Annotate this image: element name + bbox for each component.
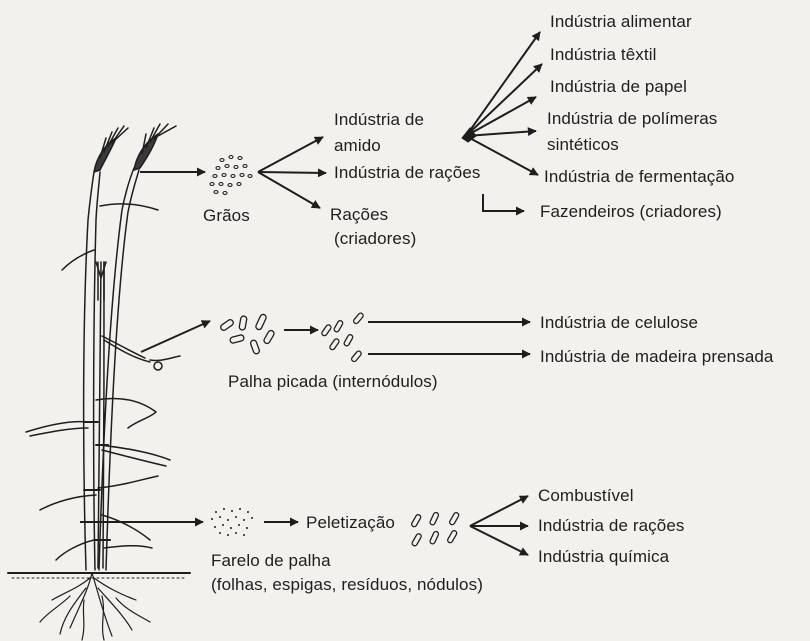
starch-use-polymers-line1: Indústria de polímeras (547, 107, 717, 131)
bran-use-fuel: Combustível (538, 484, 634, 508)
feed-industry-to-farmers-arrow (483, 194, 524, 211)
pellet-arrows (470, 496, 528, 555)
soil-line (8, 573, 190, 578)
grains-to-starch-arrow (258, 137, 323, 172)
starch-use-fermentation: Indústria de fermentação (544, 165, 734, 189)
bran-use-feed-industry: Indústria de rações (538, 514, 684, 538)
wheat-ear-left (94, 126, 128, 172)
feed-label-line2: (criadores) (334, 227, 416, 251)
starch-use-food: Indústria alimentar (550, 10, 692, 34)
bran-use-chemical-industry: Indústria química (538, 545, 669, 569)
fine-straw-icon (321, 312, 364, 362)
straw-bran-label-line2: (folhas, espigas, resíduos, nódulos) (211, 573, 483, 597)
starch-industry-label-line2: amido (334, 134, 381, 158)
straw-arrows (368, 322, 530, 354)
starch-use-paper: Indústria de papel (550, 75, 687, 99)
grains-to-feed-arrow (258, 172, 320, 208)
pelletization-label: Peletização (306, 511, 395, 535)
bran-dots-icon (211, 508, 253, 536)
pellets-icon (411, 512, 460, 547)
starch-industry-label-line1: Indústria de (334, 108, 424, 132)
roots (40, 573, 150, 640)
wheat-plant-illustration (8, 124, 190, 640)
straw-bran-label-line1: Farelo de palha (211, 549, 331, 573)
grains-to-feed-industry-arrow (258, 172, 326, 173)
grain-pile-icon (210, 156, 252, 195)
plant-to-straw-arrow (141, 321, 210, 352)
starch-fan-arrows (462, 32, 542, 175)
starch-use-textile: Indústria têxtil (550, 43, 656, 67)
chopped-straw-label: Palha picada (internódulos) (228, 370, 438, 394)
feed-industry-label: Indústria de rações (334, 161, 480, 185)
grains-label: Grãos (203, 204, 250, 228)
starch-use-polymers-line2: sintéticos (547, 133, 619, 157)
farmers-label: Fazendeiros (criadores) (540, 200, 722, 224)
stems (84, 168, 139, 570)
straw-use-pressed-wood: Indústria de madeira prensada (540, 345, 774, 369)
straw-use-cellulose: Indústria de celulose (540, 311, 698, 335)
grain-arrows (140, 137, 326, 208)
chopped-straw-icon (220, 313, 276, 354)
feed-label-line1: Rações (330, 203, 388, 227)
wheat-ear-right (134, 124, 176, 170)
